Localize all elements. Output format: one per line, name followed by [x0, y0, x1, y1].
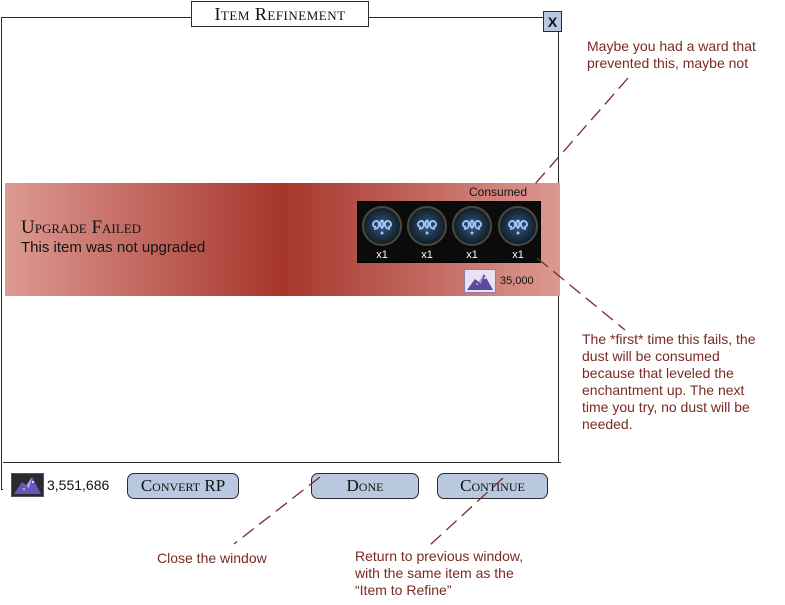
annotation-line: Return to previous window,: [355, 548, 524, 564]
annotation-line: with the same item as the: [355, 565, 514, 581]
rune-gem-icon: [362, 206, 402, 246]
upgrade-status-title: Upgrade Failed: [21, 217, 142, 238]
item-qty: x1: [421, 249, 433, 261]
annotation-line: prevented this, maybe not: [587, 55, 749, 71]
continue-annotation: Return to previous window, with the same…: [355, 548, 523, 599]
annotation-line: Maybe you had a ward that: [587, 38, 756, 54]
annotation-line: “Item to Refine”: [355, 582, 452, 598]
item-qty: x1: [466, 249, 478, 261]
convert-rp-button[interactable]: Convert RP: [127, 473, 239, 499]
annotation-line: The *first* time this fails, the: [582, 331, 756, 347]
refinement-window: Upgrade Failed This item was not upgrade…: [1, 17, 561, 508]
ward-annotation: Maybe you had a ward that prevented this…: [587, 38, 756, 72]
done-annotation: Close the window: [157, 550, 267, 567]
dust-balance: 3,551,686: [47, 477, 110, 493]
consumed-item-slot[interactable]: x1: [406, 205, 448, 261]
rune-gem-icon: [407, 206, 447, 246]
rune-gem-icon: [498, 206, 538, 246]
consumed-item-slot[interactable]: x1: [451, 205, 493, 261]
rune-gem-icon: [452, 206, 492, 246]
continue-note-leader: [429, 477, 504, 546]
close-button[interactable]: X: [543, 11, 562, 32]
annotation-line: Close the window: [157, 550, 267, 566]
consumed-item-slot[interactable]: x1: [497, 205, 539, 261]
annotation-line: needed.: [582, 416, 633, 432]
consumed-item-slot[interactable]: x1: [361, 205, 403, 261]
dust-pile-icon: [464, 269, 496, 293]
window-title: Item Refinement: [191, 1, 369, 27]
dust-pile-icon: [11, 473, 44, 497]
annotation-line: dust will be consumed: [582, 348, 720, 364]
consumed-label: Consumed: [469, 185, 528, 199]
upgrade-status-subtitle: This item was not upgraded: [21, 239, 206, 256]
done-note-leader: [233, 476, 321, 545]
window-footer: 3,551,686 Convert RP Done Continue: [3, 462, 561, 508]
done-button[interactable]: Done: [311, 473, 419, 499]
dust-annotation: The *first* time this fails, the dust wi…: [582, 331, 756, 433]
dust-cost: 35,000: [500, 275, 534, 287]
continue-button[interactable]: Continue: [437, 473, 548, 499]
result-band: Upgrade Failed This item was not upgrade…: [5, 183, 560, 296]
ward-note-leader: [534, 77, 629, 185]
item-qty: x1: [376, 249, 388, 261]
dust-note-leader: [536, 257, 626, 331]
annotation-line: because that leveled the: [582, 365, 734, 381]
item-qty: x1: [512, 249, 524, 261]
annotation-line: time you try, no dust will be: [582, 399, 750, 415]
consumed-items-box: x1 x1 x1 x1: [357, 201, 541, 263]
annotation-line: enchantment up. The next: [582, 382, 745, 398]
